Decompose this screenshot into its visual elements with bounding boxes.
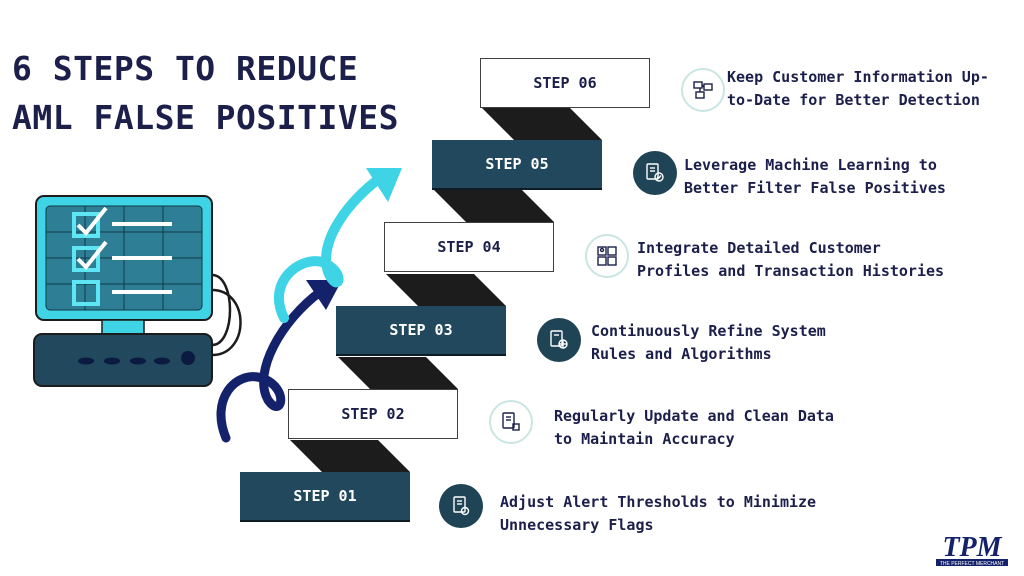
step-06-desc-line-1: Keep Customer Information Up- (727, 68, 989, 86)
stair-connector-1 (290, 440, 410, 472)
step-04-desc-line-1: Integrate Detailed Customer (637, 239, 881, 257)
step-02-description: Regularly Update and Clean Data to Maint… (554, 405, 834, 451)
logo-tagline: THE PERFECT MERCHANT (940, 561, 1004, 567)
computer-checklist-icon (33, 195, 242, 387)
step-01-box: STEP 01 (240, 472, 410, 522)
tpm-logo: TPM THE PERFECT MERCHANT (936, 532, 1008, 567)
step-01-description: Adjust Alert Thresholds to Minimize Unne… (500, 491, 816, 537)
stair-connector-3 (386, 274, 506, 306)
stair-connector-2 (338, 357, 458, 389)
logo-text: TPM (942, 532, 1002, 563)
step-06-label: STEP 06 (533, 74, 597, 92)
document-globe-icon (537, 318, 581, 362)
profile-grid-icon (585, 234, 629, 278)
step-05-desc-line-2: Better Filter False Positives (684, 179, 946, 197)
step-04-desc-line-2: Profiles and Transaction Histories (637, 262, 945, 280)
step-02-desc-line-1: Regularly Update and Clean Data (554, 407, 834, 425)
step-02-box: STEP 02 (288, 389, 458, 439)
step-03-label: STEP 03 (389, 321, 453, 339)
document-update-icon (489, 400, 533, 444)
step-04-label: STEP 04 (437, 238, 501, 256)
step-05-description: Leverage Machine Learning to Better Filt… (684, 154, 946, 200)
step-03-desc-line-2: Rules and Algorithms (591, 345, 772, 363)
step-01-desc-line-1: Adjust Alert Thresholds to Minimize (500, 493, 817, 511)
growth-arrow-cyan (273, 168, 402, 323)
step-01-label: STEP 01 (293, 487, 357, 505)
step-05-label: STEP 05 (485, 155, 549, 173)
step-04-description: Integrate Detailed Customer Profiles and… (637, 237, 944, 283)
step-05-desc-line-1: Leverage Machine Learning to (684, 156, 937, 174)
step-06-description: Keep Customer Information Up- to-Date fo… (727, 66, 989, 112)
stair-connector-5 (482, 108, 602, 140)
step-03-description: Continuously Refine System Rules and Alg… (591, 320, 826, 366)
page-title: 6 STEPS TO REDUCE AML FALSE POSITIVES (12, 44, 399, 142)
customer-data-icon (681, 68, 725, 112)
document-settings-icon (439, 484, 483, 528)
step-01-desc-line-2: Unnecessary Flags (500, 516, 654, 534)
step-06-desc-line-2: to-Date for Better Detection (727, 91, 980, 109)
growth-arrow-navy (216, 280, 342, 443)
title-line-1: 6 STEPS TO REDUCE (12, 49, 359, 88)
stair-connector-4 (434, 190, 554, 222)
title-line-2: AML FALSE POSITIVES (12, 98, 399, 137)
step-02-desc-line-2: to Maintain Accuracy (554, 430, 735, 448)
step-03-box: STEP 03 (336, 306, 506, 356)
document-check-icon (633, 151, 677, 195)
step-02-label: STEP 02 (341, 405, 405, 423)
step-06-box: STEP 06 (480, 58, 650, 108)
step-03-desc-line-1: Continuously Refine System (591, 322, 826, 340)
step-05-box: STEP 05 (432, 140, 602, 190)
step-04-box: STEP 04 (384, 222, 554, 272)
